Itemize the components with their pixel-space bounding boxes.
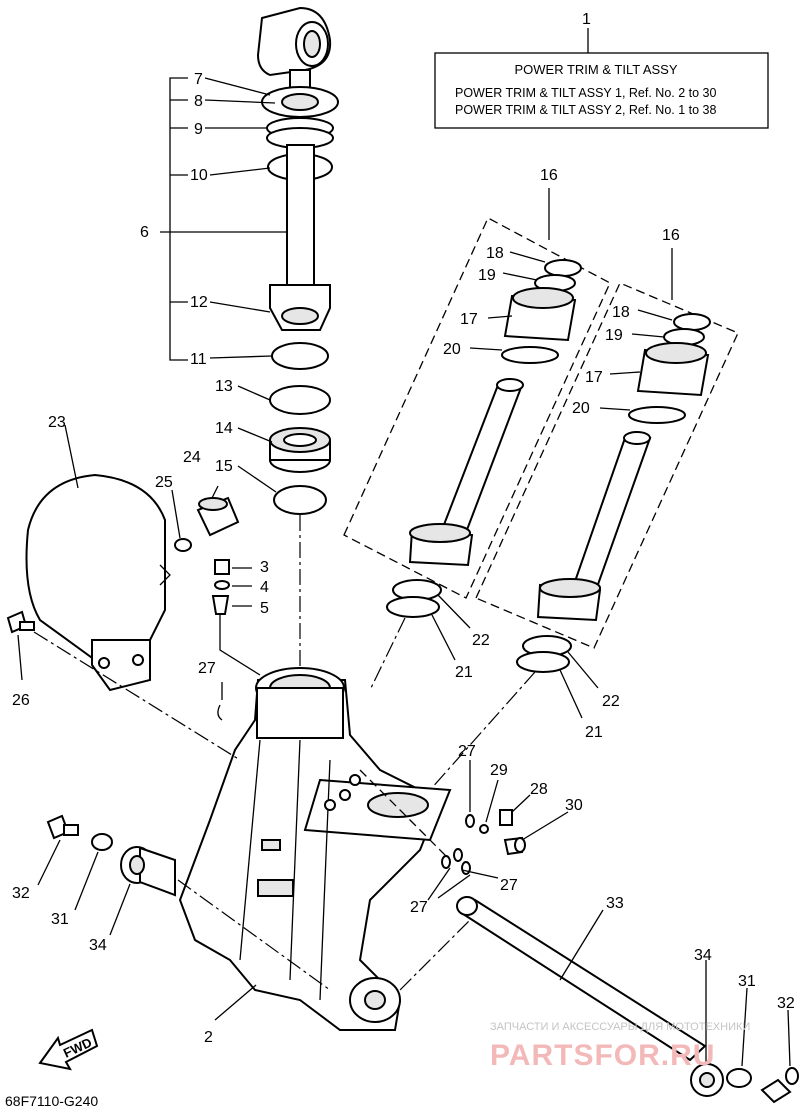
title-line-1: POWER TRIM & TILT ASSY 1, Ref. No. 2 to … (455, 86, 716, 100)
trim-cylinder-group-1 (343, 188, 611, 599)
callout-13: 13 (215, 378, 233, 395)
main-cylinder-body (178, 667, 452, 1031)
callout-6: 6 (140, 224, 149, 241)
clips-27 (217, 682, 499, 901)
callout-19-right: 19 (605, 327, 623, 344)
callout-16-right: 16 (662, 227, 680, 244)
callout-34-left: 34 (89, 937, 107, 954)
callout-23: 23 (48, 414, 66, 431)
callout-34-right: 34 (694, 947, 712, 964)
callout-16-left: 16 (540, 167, 558, 184)
callout-22-left: 22 (472, 632, 490, 649)
callout-27-right: 27 (500, 877, 518, 894)
tilt-rod-assembly (256, 6, 339, 670)
callout-21-right: 21 (585, 724, 603, 741)
callout-2: 2 (204, 1029, 213, 1046)
callout-32-right: 32 (777, 995, 795, 1012)
assembly-title-box: POWER TRIM & TILT ASSY POWER TRIM & TILT… (434, 28, 769, 129)
callout-10: 10 (190, 167, 208, 184)
callout-14: 14 (215, 420, 233, 437)
callout-18-left: 18 (486, 245, 504, 262)
callout-32-left: 32 (12, 885, 30, 902)
bolt-26 (6, 610, 241, 761)
small-parts-28-30 (479, 779, 569, 856)
callout-31-left: 31 (51, 911, 69, 928)
callout-24: 24 (183, 449, 201, 466)
callout-5: 5 (260, 600, 269, 617)
callout-11: 11 (190, 351, 207, 368)
callout-9: 9 (194, 121, 203, 138)
callout-1: 1 (582, 11, 591, 28)
left-pivot-parts (37, 814, 331, 991)
callout-numbers: 1 7 8 9 10 6 12 11 13 14 15 16 16 18 19 … (12, 11, 795, 1046)
seal-rings-21-22 (369, 579, 599, 791)
callout-27-mid: 27 (458, 743, 476, 760)
callout-17-left: 17 (460, 311, 478, 328)
callout-25: 25 (155, 474, 173, 491)
callout-7: 7 (194, 71, 203, 88)
watermark-tagline: ЗАПЧАСТИ И АКСЕССУАРЫ ДЛЯ МОТОТЕХНИКИ (490, 1021, 750, 1033)
callout-33: 33 (606, 895, 624, 912)
small-parts (171, 485, 261, 676)
callout-22-right: 22 (602, 693, 620, 710)
callout-30: 30 (565, 797, 583, 814)
watermark: ЗАПЧАСТИ И АКСЕССУАРЫ ДЛЯ МОТОТЕХНИКИ PA… (490, 1021, 750, 1072)
trim-cylinder-group-2 (475, 248, 739, 649)
pivot-shaft-33 (399, 896, 799, 1104)
callout-29: 29 (490, 762, 508, 779)
motor-housing (25, 424, 171, 692)
callout-20-left: 20 (443, 341, 461, 358)
title-heading: POWER TRIM & TILT ASSY (514, 62, 677, 77)
fwd-arrow-icon: FWD (38, 1028, 99, 1071)
watermark-brand: PARTSFOR.RU (490, 1039, 715, 1072)
callout-28: 28 (530, 781, 548, 798)
callout-4: 4 (260, 579, 269, 596)
title-line-2: POWER TRIM & TILT ASSY 2, Ref. No. 1 to … (455, 103, 716, 117)
callout-18-right: 18 (612, 304, 630, 321)
callout-27-low: 27 (410, 899, 428, 916)
callout-21-left: 21 (455, 664, 473, 681)
callout-3: 3 (260, 559, 269, 576)
callout-26: 26 (12, 692, 30, 709)
callout-bracket-6 (160, 77, 287, 493)
callout-17-right: 17 (585, 369, 603, 386)
callout-15: 15 (215, 458, 233, 475)
callout-8: 8 (194, 93, 203, 110)
callout-19-left: 19 (478, 267, 496, 284)
callout-12: 12 (190, 294, 208, 311)
callout-27-top: 27 (198, 660, 216, 677)
callout-31-right: 31 (738, 973, 756, 990)
diagram-code: 68F7110-G240 (5, 1093, 98, 1109)
callout-20-right: 20 (572, 400, 590, 417)
